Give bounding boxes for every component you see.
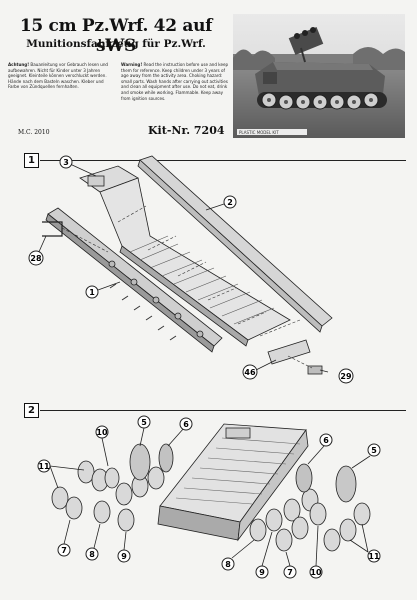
- step-2-divider: [40, 410, 406, 411]
- warning-english: Warning! Read the instruction before use…: [121, 62, 229, 101]
- svg-text:1: 1: [89, 288, 95, 297]
- step-2-diagram: 5 6 10 11 7 8: [37, 415, 381, 579]
- svg-text:5: 5: [371, 446, 377, 455]
- step-2-number: 2: [24, 403, 39, 418]
- callout-6-right: 6: [307, 433, 333, 465]
- callout-5-right: 5: [351, 443, 381, 469]
- svg-text:29: 29: [340, 372, 352, 381]
- warning-english-label: Warning!: [121, 62, 143, 67]
- right-wheel-set: [249, 463, 371, 552]
- svg-text:28: 28: [30, 254, 42, 263]
- svg-text:3: 3: [63, 158, 69, 167]
- svg-text:6: 6: [323, 436, 329, 445]
- page-subtitle: Munitionsfahrzeug für Pz.Wrf.: [26, 38, 206, 50]
- callout-10-right: 10: [309, 525, 323, 579]
- copyright-label: M.C. 2010: [18, 129, 50, 136]
- step-2-callouts: 5 6 10 11 7 8: [37, 415, 381, 579]
- step-1-callouts: 3 2 28 1 46 29: [28, 155, 354, 384]
- svg-text:7: 7: [61, 546, 67, 555]
- svg-text:5: 5: [141, 418, 147, 427]
- warning-german-label: Achtung!: [8, 62, 30, 67]
- svg-text:10: 10: [96, 428, 108, 437]
- callout-1: 1: [85, 281, 121, 299]
- step-1-number: 1: [24, 153, 39, 168]
- warning-german: Achtung! Bauanleitung vor Gebrauch lesen…: [8, 62, 116, 90]
- callout-7-right: 7: [283, 551, 297, 579]
- svg-text:11: 11: [368, 552, 380, 561]
- svg-text:6: 6: [183, 420, 189, 429]
- callout-8-right: 8: [221, 539, 255, 571]
- callout-9-left: 9: [117, 531, 131, 563]
- kit-number: Kit-Nr. 7204: [148, 124, 225, 137]
- callout-5-left: 5: [137, 415, 151, 447]
- callout-7-left: 7: [57, 519, 71, 557]
- page-title: 15 cm Pz.Wrf. 42 auf sWS: [19, 16, 213, 56]
- callout-3: 3: [59, 155, 97, 177]
- svg-text:46: 46: [244, 368, 256, 377]
- warning-english-text: Read the instruction before use and keep…: [121, 62, 229, 101]
- callout-10-left: 10: [95, 425, 109, 467]
- svg-text:8: 8: [225, 560, 231, 569]
- step-1-diagram: 3 2 28 1 46 29: [28, 155, 354, 384]
- step-1-divider: [40, 160, 406, 161]
- svg-text:9: 9: [121, 552, 127, 561]
- callout-2: 2: [205, 195, 237, 211]
- svg-text:10: 10: [310, 568, 322, 577]
- warning-german-text: Bauanleitung vor Gebrauch lesen und aufb…: [8, 62, 109, 90]
- photo-caption: PLASTIC MODEL KIT: [239, 130, 279, 135]
- callout-8-left: 8: [85, 523, 101, 561]
- callout-11-right: 11: [349, 523, 381, 563]
- left-wheel-set: [51, 443, 174, 532]
- callout-28: 28: [28, 235, 47, 266]
- callout-11-left: 11: [37, 459, 85, 489]
- svg-text:8: 8: [89, 550, 95, 559]
- svg-text:2: 2: [227, 198, 233, 207]
- svg-text:11: 11: [38, 462, 50, 471]
- callout-6-left: 6: [167, 417, 193, 447]
- callout-9-right: 9: [255, 531, 273, 579]
- callout-46: 46: [242, 359, 277, 380]
- vehicle-photo: PLASTIC MODEL KIT: [233, 14, 405, 138]
- callout-29: 29: [319, 368, 354, 384]
- svg-text:7: 7: [287, 568, 293, 577]
- svg-text:9: 9: [259, 568, 265, 577]
